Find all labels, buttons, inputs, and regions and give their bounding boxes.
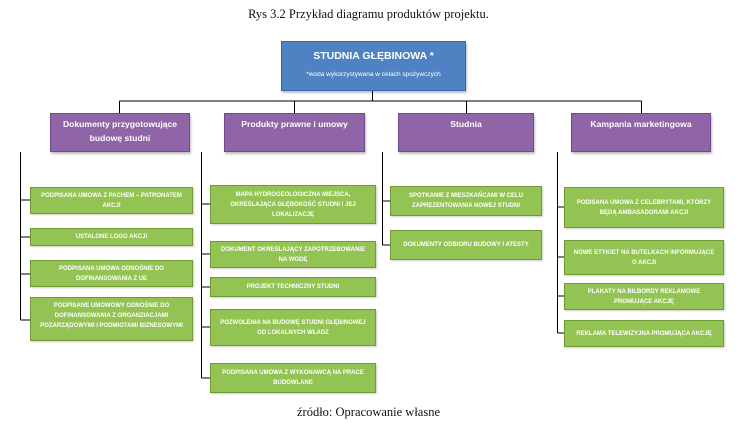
item-node: PODPISANE UMOWOWY ODNOŚNIE DO DOFINANSOW… xyxy=(30,297,193,341)
category-title: Produkty prawne i umowy xyxy=(241,119,348,129)
figure-caption: Rys 3.2 Przykład diagramu produktów proj… xyxy=(248,7,489,21)
category-title: Studnia xyxy=(450,119,482,129)
item-node: POZWOLENIA NA BUDOWĘ STUDNI GŁĘBINOWEJ O… xyxy=(210,309,376,346)
item-node: PLAKATY NA BILBORDY REKLAMOWE PROMUJĄCE … xyxy=(564,283,724,310)
root-title: STUDNIA GŁĘBINOWA * xyxy=(313,50,434,62)
category-title: Dokumenty przygotowujące budowę studni xyxy=(62,119,178,143)
category-node-marketing: Kampania marketingowa xyxy=(571,113,711,152)
category-title: Kampania marketingowa xyxy=(590,119,692,129)
item-node: REKLAMA TELEWIZYJNA PROMUJĄCA AKCJĘ xyxy=(564,320,724,347)
item-node: DOKUMENT OKREŚLAJĄCY ZAPOTRZEBOWANIE NA … xyxy=(210,241,376,268)
root-node-well: STUDNIA GŁĘBINOWA * *woda wykorzystywana… xyxy=(281,41,466,91)
source-caption: źródło: Opracowanie własne xyxy=(297,405,440,419)
item-node: PODISANA UMOWA Z CELEBRYTAMI, KTÓRZY BĘD… xyxy=(564,187,724,228)
item-node: DOKUMENTY ODBIORU BUDOWY I ATESTY xyxy=(390,230,542,260)
item-node: NOWE ETYKIET NA BUTELKACH INFORMUJĄCE O … xyxy=(564,240,724,275)
root-note: *woda wykorzystywana w celach spożywczyc… xyxy=(306,71,441,78)
item-node: USTALONE LOGO AKCJI xyxy=(30,228,193,246)
item-node: PODPISANA UMOWA ODNOŚNIE DO DOFINANSOWAN… xyxy=(30,260,193,287)
item-node: PODPISANA UMOWA Z PACHEM – PATRONATEM AK… xyxy=(30,187,193,214)
item-node: PROJEKT TECHNICZNY STUDNI xyxy=(210,277,376,297)
item-node: SPOTKANIE Z MIESZKAŃCAMI W CELU ZAPREZEN… xyxy=(390,186,542,216)
item-node: MAPA HYDROGEOLOGICZNA MIEJSCA, OKREŚLAJĄ… xyxy=(210,185,376,224)
category-node-well: Studnia xyxy=(398,113,534,152)
category-node-documents: Dokumenty przygotowujące budowę studni xyxy=(50,113,190,152)
category-node-legal: Produkty prawne i umowy xyxy=(224,113,365,152)
item-node: PODPISANA UMOWA Z WYKONAWCĄ NA PRACE BUD… xyxy=(210,363,376,393)
